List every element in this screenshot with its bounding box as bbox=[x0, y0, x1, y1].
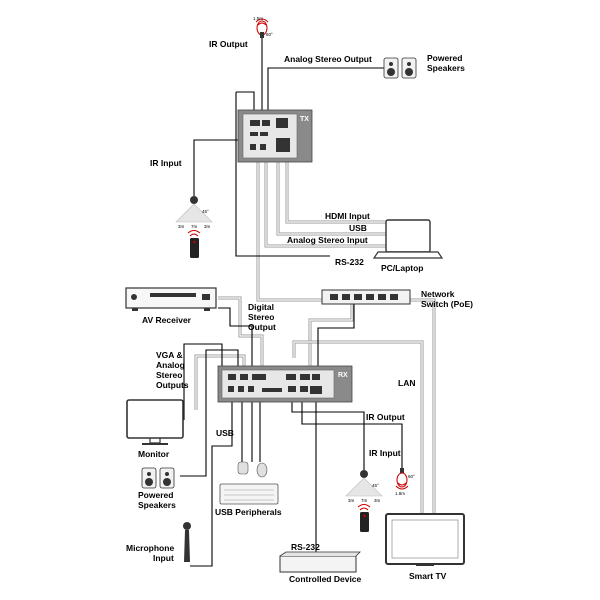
powered-speakers-bottom-label: Powered Speakers bbox=[138, 490, 176, 510]
svg-text:Powered: Powered bbox=[138, 490, 173, 500]
ir-emitter-bottom-angle: 60° bbox=[408, 474, 415, 479]
ir-receiver-top-angle: 45° bbox=[202, 209, 209, 214]
ir-input-bottom-label: IR Input bbox=[369, 448, 401, 458]
analog-stereo-output-label: Analog Stereo Output bbox=[284, 54, 372, 64]
digital-stereo-output-label: Digital Stereo Output bbox=[248, 302, 276, 332]
svg-text:Microphone: Microphone bbox=[126, 543, 174, 553]
ir-output-bottom-label: IR Output bbox=[366, 412, 405, 422]
ir-receiver-bottom: 45° 3m 7m 3m bbox=[345, 470, 383, 532]
ir-receiver-bottom-range-center: 7m bbox=[361, 498, 368, 503]
ir-receiver-top: 45° 3m 7m 3m bbox=[175, 196, 213, 258]
powered-speakers-bottom bbox=[141, 467, 175, 489]
svg-text:Stereo: Stereo bbox=[156, 370, 182, 380]
svg-text:Output: Output bbox=[248, 322, 276, 332]
usb-peripherals-label: USB Peripherals bbox=[215, 507, 282, 517]
av-receiver bbox=[125, 287, 217, 311]
microphone-input-label: Microphone Input bbox=[126, 543, 174, 563]
rs232-bottom-label: RS-232 bbox=[291, 542, 320, 552]
svg-text:Outputs: Outputs bbox=[156, 380, 189, 390]
rx-badge: RX bbox=[338, 372, 348, 379]
svg-text:Analog: Analog bbox=[156, 360, 185, 370]
svg-text:Speakers: Speakers bbox=[427, 63, 465, 73]
tx-badge: TX bbox=[300, 116, 309, 123]
rx-unit: RX bbox=[217, 365, 353, 403]
ir-emitter-top: 1.5m 60° bbox=[253, 16, 273, 38]
smart-tv-label: Smart TV bbox=[409, 571, 447, 581]
ir-emitter-bottom-length: 1.8m bbox=[395, 491, 405, 496]
vga-analog-outputs-label: VGA & Analog Stereo Outputs bbox=[156, 350, 189, 390]
ir-receiver-bottom-angle: 45° bbox=[372, 483, 379, 488]
rs232-top-label: RS-232 bbox=[335, 257, 364, 267]
svg-text:Network: Network bbox=[421, 289, 455, 299]
ir-emitter-top-length: 1.5m bbox=[253, 16, 263, 21]
ir-receiver-bottom-range-right: 3m bbox=[374, 498, 381, 503]
usb-bottom-label: USB bbox=[216, 428, 234, 438]
svg-text:VGA &: VGA & bbox=[156, 350, 183, 360]
ir-emitter-bottom: 60° 1.8m bbox=[395, 468, 415, 496]
usb-top-label: USB bbox=[349, 223, 367, 233]
network-switch bbox=[321, 289, 411, 305]
monitor bbox=[126, 399, 184, 445]
powered-speakers-top bbox=[383, 57, 417, 79]
monitor-label: Monitor bbox=[138, 449, 170, 459]
ir-receiver-top-range-right: 3m bbox=[204, 224, 211, 229]
hdmi-input-label: HDMI Input bbox=[325, 211, 370, 221]
svg-text:Stereo: Stereo bbox=[248, 312, 274, 322]
ir-output-top-label: IR Output bbox=[209, 39, 248, 49]
ir-emitter-top-angle: 60° bbox=[266, 32, 273, 37]
smart-tv bbox=[385, 513, 465, 566]
analog-stereo-input-label: Analog Stereo Input bbox=[287, 235, 368, 245]
microphone bbox=[183, 522, 191, 562]
svg-text:Speakers: Speakers bbox=[138, 500, 176, 510]
ir-receiver-top-range-center: 7m bbox=[191, 224, 198, 229]
svg-text:Switch (PoE): Switch (PoE) bbox=[421, 299, 473, 309]
tx-unit: TX bbox=[237, 109, 313, 163]
ir-receiver-bottom-range-left: 3m bbox=[348, 498, 355, 503]
ir-input-top-label: IR Input bbox=[150, 158, 182, 168]
powered-speakers-top-label: Powered Speakers bbox=[427, 53, 465, 73]
lan-label: LAN bbox=[398, 378, 415, 388]
av-receiver-label: AV Receiver bbox=[142, 315, 192, 325]
ir-receiver-top-range-left: 3m bbox=[178, 224, 185, 229]
controlled-device-label: Controlled Device bbox=[289, 574, 362, 584]
lan-cables bbox=[194, 158, 436, 520]
usb-peripherals bbox=[219, 461, 279, 505]
svg-text:Powered: Powered bbox=[427, 53, 462, 63]
svg-text:Digital: Digital bbox=[248, 302, 274, 312]
controlled-device bbox=[279, 551, 361, 573]
pc-laptop bbox=[372, 219, 444, 259]
pc-laptop-label: PC/Laptop bbox=[381, 263, 424, 273]
network-switch-label: Network Switch (PoE) bbox=[421, 289, 473, 309]
svg-text:Input: Input bbox=[153, 553, 174, 563]
